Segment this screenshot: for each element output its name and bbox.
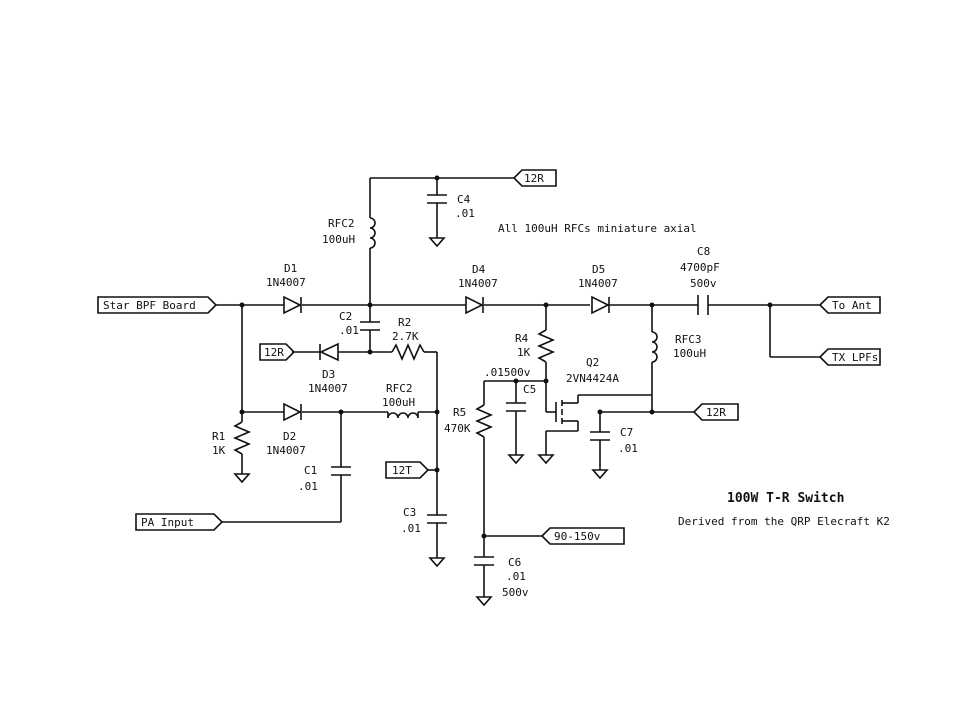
c1-ref: C1	[304, 464, 317, 477]
port-12r-right-label: 12R	[706, 406, 726, 419]
main-bus	[216, 302, 820, 358]
schematic-title: 100W T-R Switch	[727, 491, 844, 506]
c4-value: .01	[455, 207, 475, 220]
d4-ref: D4	[472, 263, 486, 276]
c7-value: .01	[618, 442, 638, 455]
c3-ref: C3	[403, 506, 416, 519]
port-to-ant-label: To Ant	[832, 299, 872, 312]
d1-value: 1N4007	[266, 276, 306, 289]
c2-value: .01	[339, 324, 359, 337]
r1-ref: R1	[212, 430, 225, 443]
port-12t: 12T	[385, 461, 430, 479]
d4-value: 1N4007	[458, 277, 498, 290]
port-12r-right: 12R	[692, 403, 739, 421]
left-section: R1 1K D2 1N4007 RFC2 100uH C1 .01	[212, 305, 440, 523]
capacitor-c8: C8 4700pF 500v	[680, 245, 720, 315]
diode-d1: D1 1N4007	[266, 262, 306, 315]
c5-value: .01500v	[484, 366, 531, 379]
d2-value: 1N4007	[266, 444, 306, 457]
port-12r-mid: 12R	[259, 343, 296, 361]
port-pa-input-label: PA Input	[141, 516, 194, 529]
port-12r-mid-label: 12R	[264, 346, 284, 359]
port-90-150v: 90-150v	[540, 527, 625, 545]
port-star-bpf: Star BPF Board	[97, 296, 218, 314]
schematic-subtitle: Derived from the QRP Elecraft K2	[678, 515, 890, 528]
diode-d4: D4 1N4007	[458, 263, 498, 315]
d5-ref: D5	[592, 263, 605, 276]
top-supply: C4 .01 RFC2 100uH	[322, 175, 514, 305]
r4-value: 1K	[517, 346, 531, 359]
r2-value: 2.7K	[392, 330, 419, 343]
rfc2-mid-ref: RFC2	[386, 382, 413, 395]
port-tx-lpfs: TX LPFs	[818, 348, 881, 366]
rfc3-section: RFC3 100uH C7 .01	[590, 305, 706, 480]
r4-ref: R4	[515, 332, 529, 345]
c6-ref: C6	[508, 556, 521, 569]
port-90-150v-label: 90-150v	[554, 530, 601, 543]
d5-value: 1N4007	[578, 277, 618, 290]
c1-value: .01	[298, 480, 318, 493]
c5-ref: C5	[523, 383, 536, 396]
c6-rating: 500v	[502, 586, 529, 599]
r2-ref: R2	[398, 316, 411, 329]
rfc2-mid-value: 100uH	[382, 396, 415, 409]
c2-r2-d3: C2 .01 D3 1N4007 R2 2.7K	[292, 305, 438, 515]
d2-ref: D2	[283, 430, 296, 443]
r1-value: 1K	[212, 444, 226, 457]
c4-ref: C4	[457, 193, 471, 206]
c8-ref: C8	[697, 245, 710, 258]
q2-value: 2VN4424A	[566, 372, 619, 385]
c6-value: .01	[506, 570, 526, 583]
note-rfc: All 100uH RFCs miniature axial	[498, 222, 697, 235]
port-tx-lpfs-label: TX LPFs	[832, 351, 878, 364]
port-12r-top: 12R	[512, 169, 557, 187]
q2-ref: Q2	[586, 356, 599, 369]
r5-value: 470K	[444, 422, 471, 435]
c8-rating: 500v	[690, 277, 717, 290]
rfc3-ref: RFC3	[675, 333, 702, 346]
port-12r-top-label: 12R	[524, 172, 544, 185]
c3-section: C3 .01	[401, 467, 447, 568]
c8-value: 4700pF	[680, 261, 720, 274]
rfc3-value: 100uH	[673, 347, 706, 360]
rfc2-top-ref: RFC2	[328, 217, 355, 230]
c7-ref: C7	[620, 426, 633, 439]
port-12t-label: 12T	[392, 464, 412, 477]
c3-value: .01	[401, 522, 421, 535]
r5-ref: R5	[453, 406, 466, 419]
d1-ref: D1	[284, 262, 297, 275]
c2-ref: C2	[339, 310, 352, 323]
rfc2-top-value: 100uH	[322, 233, 355, 246]
port-to-ant: To Ant	[818, 296, 881, 314]
d3-value: 1N4007	[308, 382, 348, 395]
port-pa-input: PA Input	[135, 513, 224, 531]
q2-section: R4 1K Q2 2VN4424A C5 .01500v	[444, 305, 652, 607]
diode-d5: D5 1N4007	[578, 263, 618, 315]
port-star-bpf-label: Star BPF Board	[103, 299, 196, 312]
d3-ref: D3	[322, 368, 335, 381]
